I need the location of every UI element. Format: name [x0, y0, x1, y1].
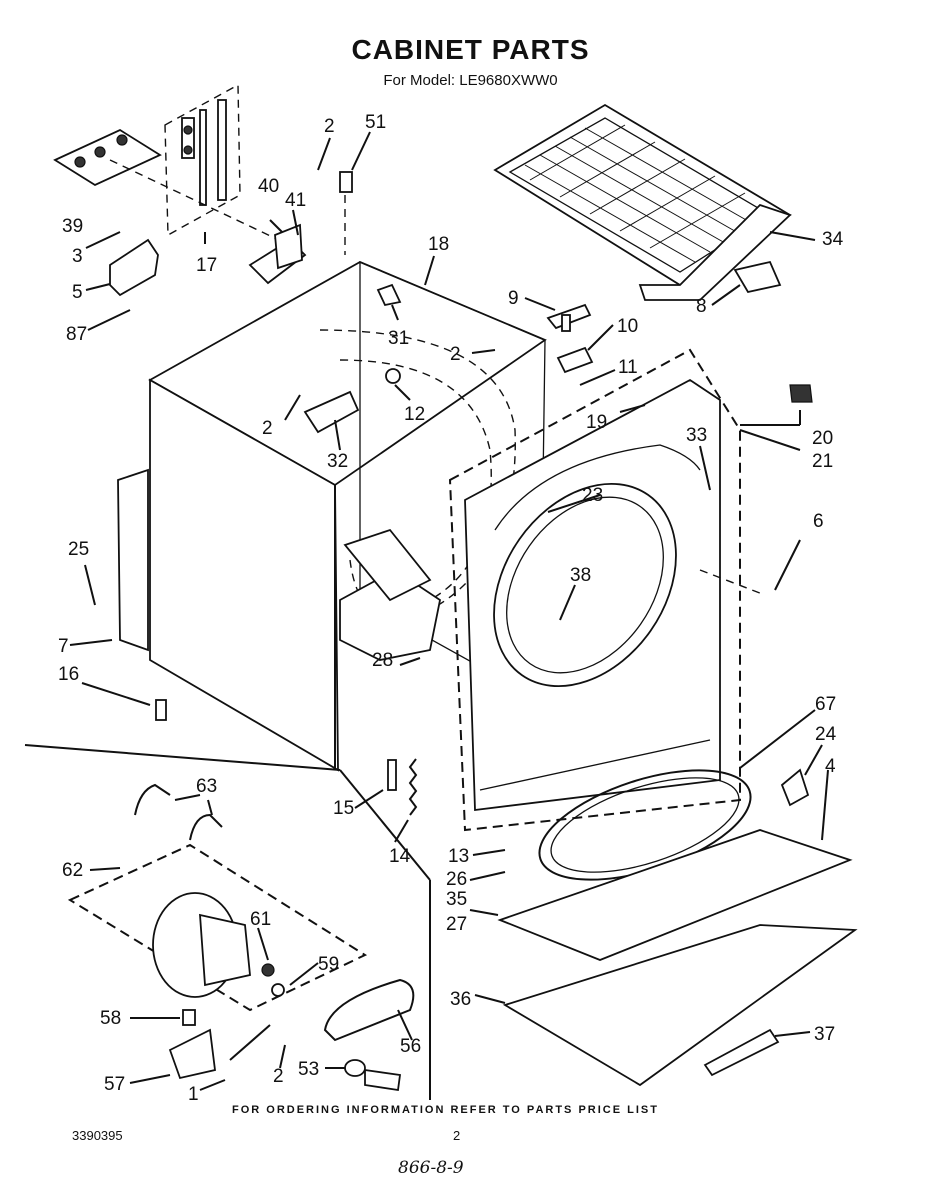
part-57-bracket	[168, 1028, 216, 1080]
part-5-cover-plate	[109, 238, 159, 297]
callout: 37	[814, 1024, 835, 1045]
part-53-idler	[344, 1059, 402, 1092]
callout: 23	[582, 485, 603, 506]
callout: 1	[188, 1084, 199, 1105]
callout: 28	[372, 650, 393, 671]
callout: 4	[825, 756, 836, 777]
part-9-clip	[546, 303, 592, 332]
part-41-bracket	[248, 223, 307, 285]
callout: 24	[815, 724, 837, 745]
callout: 14	[389, 846, 411, 867]
callout: 18	[428, 234, 449, 255]
callout: 8	[696, 296, 707, 317]
part-62-motor-assembly	[67, 843, 368, 1012]
callout: 41	[285, 190, 306, 211]
callout-labels: 2 51 39 40 41 3 17 5 87 18 34 9 8 31 10 …	[58, 112, 844, 1105]
part-24-clip	[780, 768, 810, 807]
callout: 58	[100, 1008, 121, 1029]
part-8-clip	[733, 260, 782, 294]
callout: 67	[815, 694, 836, 715]
callout: 15	[333, 798, 354, 819]
callout: 34	[822, 229, 844, 250]
callout: 36	[450, 989, 471, 1010]
callout: 51	[365, 112, 386, 133]
callout: 25	[68, 539, 89, 560]
callout: 21	[812, 451, 833, 472]
handwritten-note: 866-8-9	[398, 1158, 464, 1178]
callout: 2	[262, 418, 273, 439]
part-32-bracket	[303, 390, 360, 434]
callout: 39	[62, 216, 83, 237]
callout: 6	[813, 511, 824, 532]
part-39-terminal-block	[53, 128, 162, 187]
callout: 57	[104, 1074, 125, 1095]
part-14-spring	[408, 758, 418, 816]
part-17-harness-bracket	[164, 83, 241, 237]
callout: 40	[258, 176, 279, 197]
callout: 63	[196, 776, 217, 797]
part-34-top-grille	[493, 103, 792, 301]
callout: 59	[318, 954, 339, 975]
callout: 13	[448, 846, 469, 867]
part-37-handle	[703, 1028, 780, 1077]
callout: 35	[446, 889, 467, 910]
callout: 19	[586, 412, 607, 433]
callout: 2	[324, 116, 335, 137]
page-number: 2	[453, 1128, 461, 1143]
callout: 11	[618, 357, 638, 378]
part-10-switch	[556, 346, 594, 374]
callout: 5	[72, 282, 83, 303]
callout: 53	[298, 1059, 319, 1080]
callout: 32	[327, 451, 348, 472]
callout: 10	[617, 316, 638, 337]
callout: 31	[388, 328, 409, 349]
part-56-belt	[323, 978, 415, 1042]
callout: 16	[58, 664, 79, 685]
callout: 61	[250, 909, 271, 930]
part-31-clip	[376, 283, 402, 307]
callout: 56	[400, 1036, 421, 1057]
callout: 3	[72, 246, 83, 267]
document-number: 3390395	[72, 1128, 123, 1143]
callout: 12	[404, 404, 425, 425]
callout: 26	[446, 869, 467, 890]
part-18-cabinet	[117, 260, 547, 772]
callout: 62	[62, 860, 83, 881]
callout: 2	[450, 344, 461, 365]
callout: 33	[686, 425, 707, 446]
part-35-base-plate	[497, 829, 853, 961]
part-63-clips	[134, 783, 223, 841]
callout: 17	[196, 255, 217, 276]
callout: 2	[273, 1066, 284, 1087]
part-36-bottom-panel	[502, 924, 858, 1087]
callout: 7	[58, 636, 69, 657]
page-title: CABINET PARTS	[351, 34, 590, 65]
callout: 87	[66, 324, 87, 345]
callout: 9	[508, 288, 519, 309]
ordering-note: FOR ORDERING INFORMATION REFER TO PARTS …	[232, 1104, 659, 1116]
callout: 38	[570, 565, 591, 586]
part-12-grommet	[385, 368, 401, 384]
model-subtitle: For Model: LE9680XWW0	[383, 72, 558, 89]
part-21-front-panel	[448, 348, 741, 832]
callout: 27	[446, 914, 467, 935]
callout: 20	[812, 428, 833, 449]
